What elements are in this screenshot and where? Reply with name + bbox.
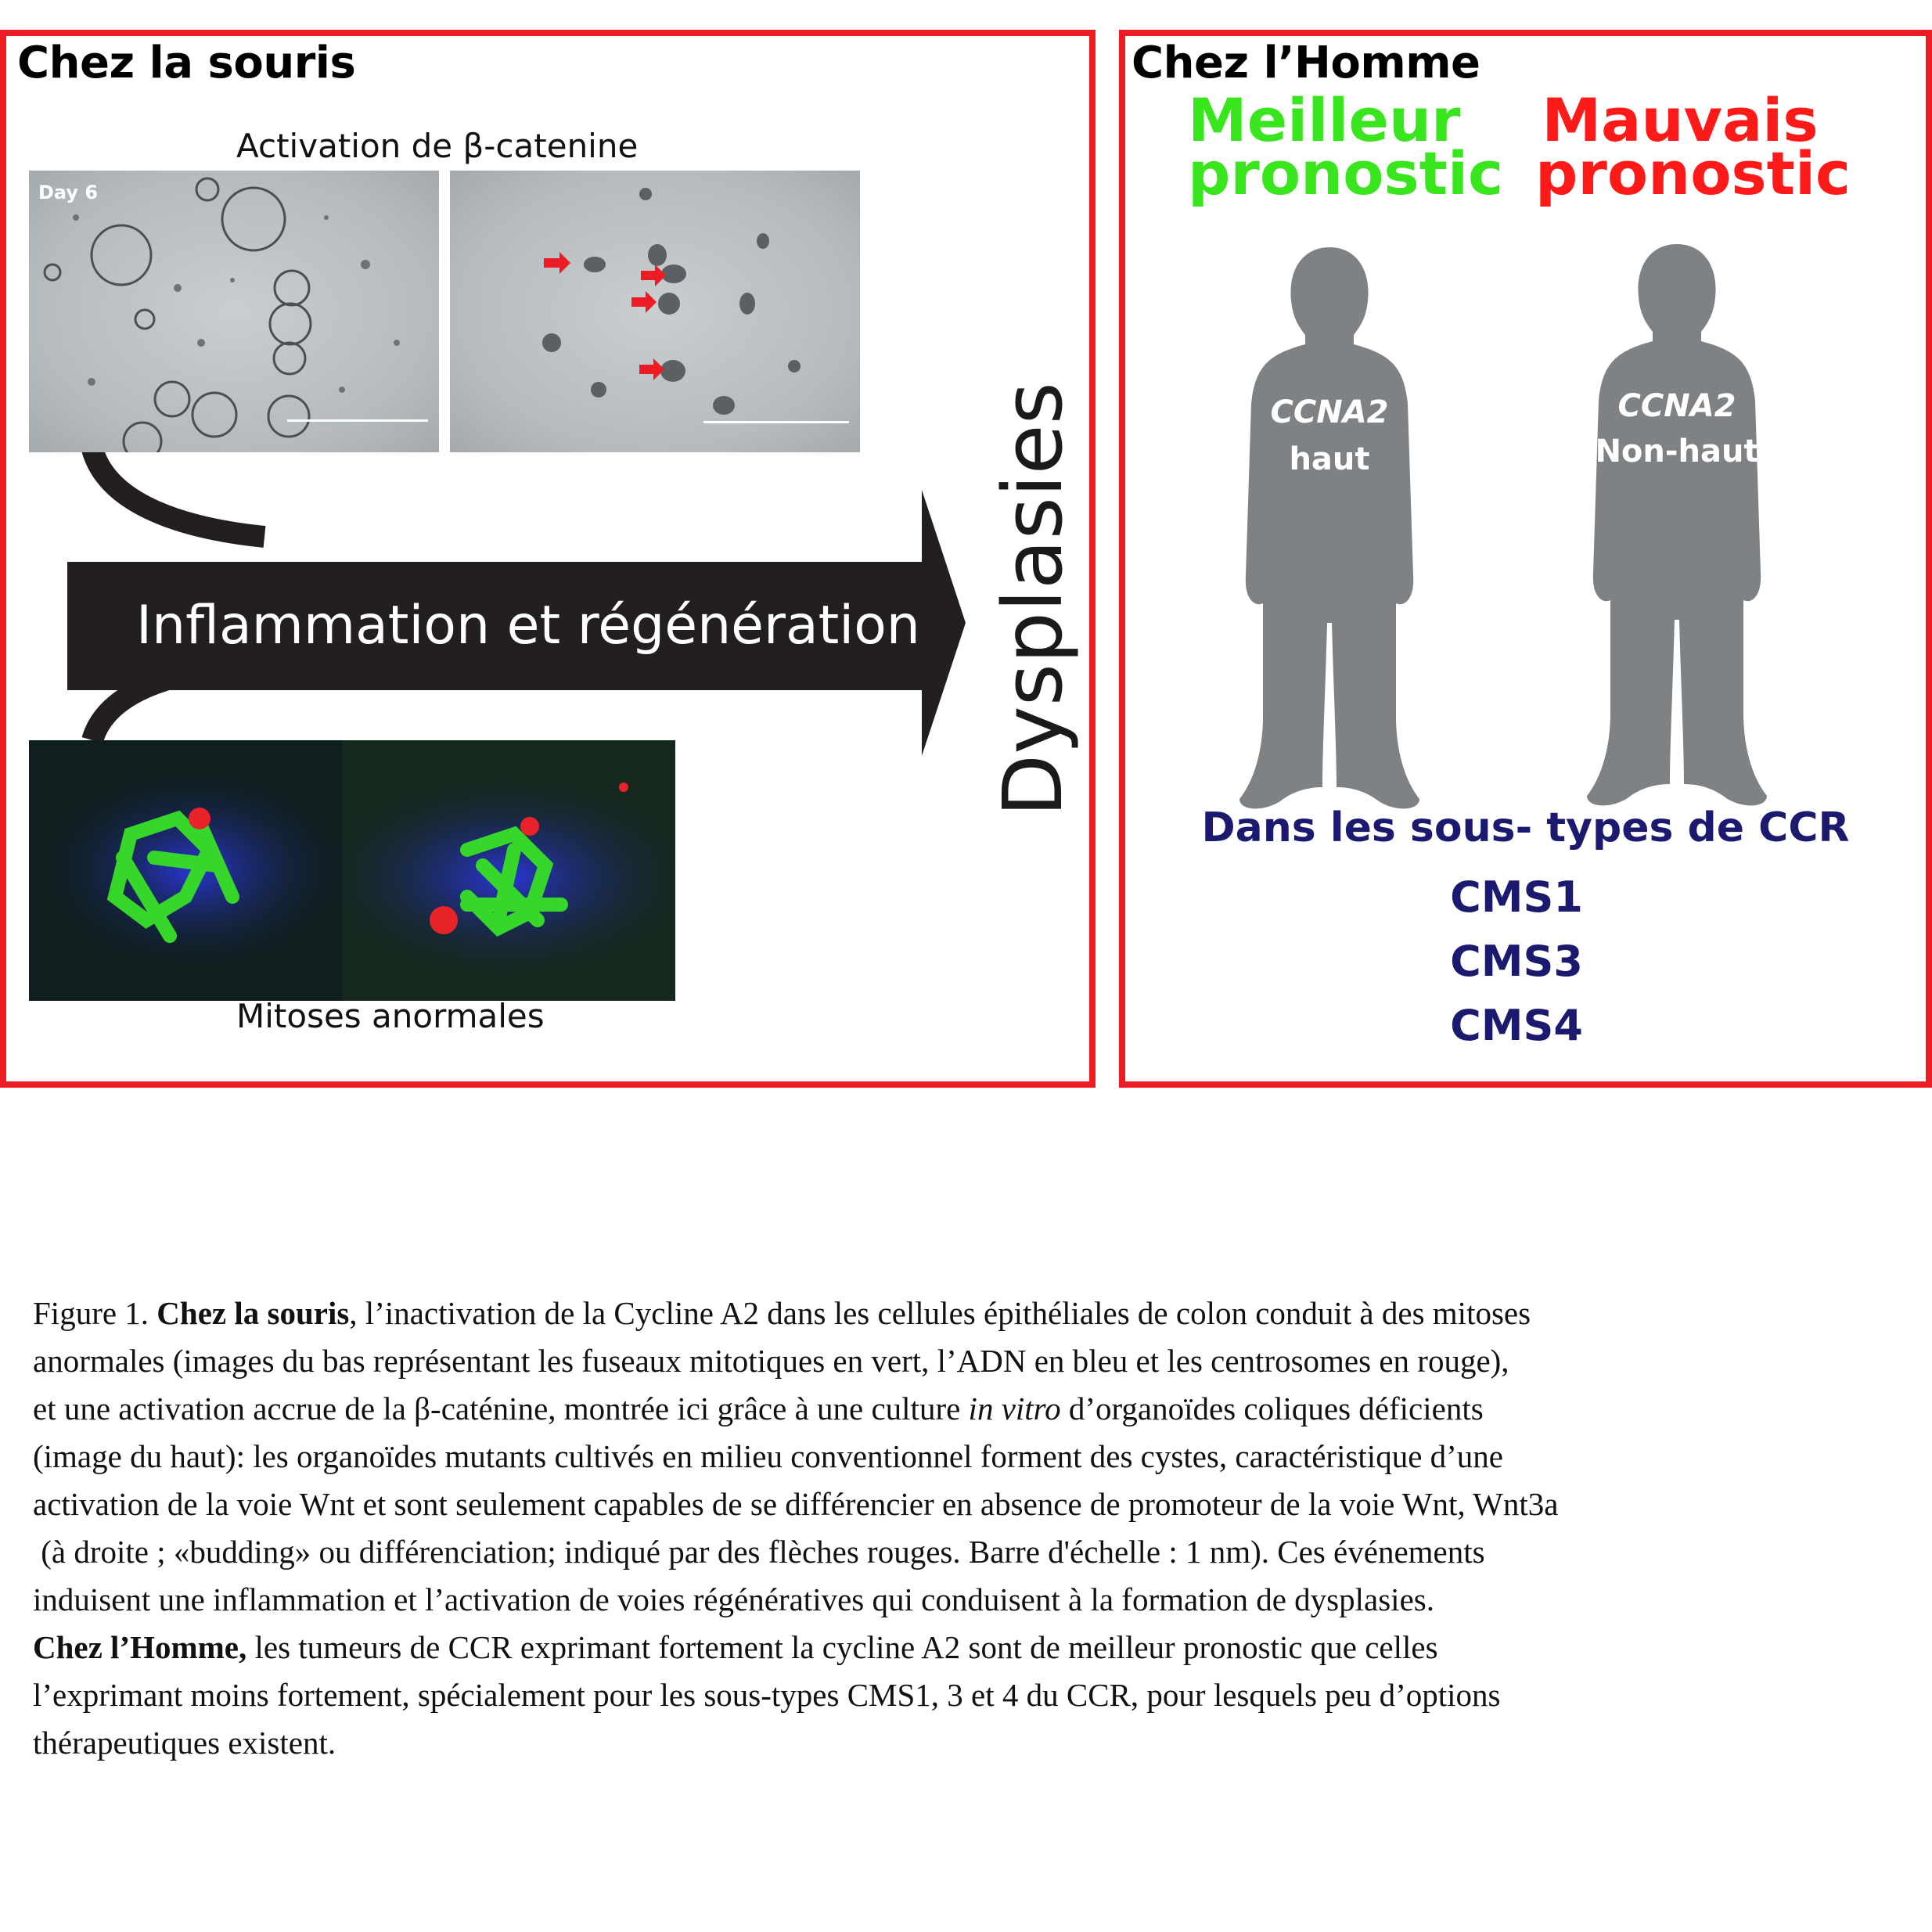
cyst	[90, 224, 153, 286]
figure-caption: Figure 1. Chez la souris, l’inactivation…	[33, 1290, 1911, 1767]
caption-line: et une activation accrue de la β-caténin…	[33, 1385, 1911, 1433]
caption-italic: in vitro	[968, 1391, 1061, 1427]
organoid-micrograph-mutant	[450, 171, 860, 452]
bad-prognosis-line1: Mauvais	[1542, 85, 1819, 155]
caption-text: les tumeurs de CCR exprimant fortement l…	[246, 1629, 1438, 1665]
subtype-item: CMS1	[1450, 872, 1583, 922]
caption-line: (à droite ; «budding» ou différenciation…	[33, 1528, 1911, 1576]
cyst	[273, 269, 311, 307]
scale-bar	[703, 421, 849, 423]
person-silhouette-right	[1587, 244, 1767, 806]
caption-text: , l’inactivation de la Cycline A2 dans l…	[349, 1295, 1531, 1331]
person-silhouette-left	[1239, 247, 1419, 809]
red-arrow-marker	[631, 291, 657, 313]
scale-bar	[287, 419, 428, 422]
cyst	[43, 263, 62, 282]
caption-text: induisent une inflammation et l’activati…	[33, 1581, 1434, 1617]
caption-text: et une activation accrue de la β-caténin…	[33, 1391, 969, 1427]
organoid-buds	[542, 188, 801, 415]
caption-text: (à droite ; «budding» ou différenciation…	[33, 1534, 1485, 1570]
good-prognosis-label: Meilleur pronostic	[1188, 85, 1504, 208]
caption-line: activation de la voie Wnt et sont seulem…	[33, 1480, 1911, 1528]
good-prognosis-line2: pronostic	[1188, 139, 1504, 208]
person-left-label: CCNA2 haut	[1239, 394, 1419, 477]
caption-text: l’exprimant moins fortement, spécialemen…	[33, 1677, 1501, 1713]
caption-line: thérapeutiques existent.	[33, 1719, 1911, 1767]
mitosis-fluorescence-images	[29, 740, 675, 1001]
human-panel-title: Chez l’Homme	[1131, 38, 1480, 88]
arrow-label: Inflammation et régénération	[136, 595, 920, 657]
mouse-panel-title: Chez la souris	[17, 38, 356, 88]
red-arrow-marker	[639, 358, 664, 380]
cyst	[134, 308, 156, 330]
bad-prognosis-line2: pronostic	[1535, 139, 1851, 208]
subtypes-heading: Dans les sous- types de CCR	[1201, 804, 1850, 851]
cyst	[195, 177, 220, 202]
caption-line: Figure 1. Chez la souris, l’inactivation…	[33, 1290, 1911, 1337]
cyst	[272, 341, 307, 376]
cyst	[268, 302, 312, 346]
mitosis-caption: Mitoses anormales	[236, 997, 545, 1035]
caption-text: activation de la voie Wnt et sont seulem…	[33, 1486, 1559, 1522]
organoid-cysts	[43, 177, 400, 452]
red-arrow-marker	[641, 264, 666, 286]
human-panel: Chez l’Homme Meilleur pronostic Mauvais …	[1119, 30, 1932, 1088]
person-right-level: Non-haut	[1595, 434, 1759, 470]
cyst	[221, 186, 286, 252]
upper-connector	[81, 445, 266, 548]
cyst	[267, 394, 311, 438]
cyst	[122, 421, 163, 452]
red-arrow-marker	[544, 252, 570, 274]
mitosis-spindles	[29, 740, 675, 1001]
caption-text: anormales (images du bas représentant le…	[33, 1343, 1509, 1379]
beta-catenin-caption: Activation de β-catenine	[236, 127, 639, 165]
day-label: Day 6	[38, 182, 99, 203]
bad-prognosis-label: Mauvais pronostic	[1535, 85, 1851, 208]
person-left-level: haut	[1289, 441, 1370, 477]
cyst	[191, 391, 238, 438]
arrow-head	[922, 490, 966, 756]
inflammation-arrow-body	[67, 562, 928, 690]
caption-line: anormales (images du bas représentant le…	[33, 1337, 1911, 1385]
caption-text: d’organoïdes coliques déficients	[1060, 1391, 1484, 1427]
subtype-item: CMS4	[1450, 1001, 1583, 1050]
mouse-panel: Chez la souris Activation de β-catenine	[0, 30, 1096, 1088]
cyst	[153, 380, 191, 418]
caption-text: (image du haut): les organoïdes mutants …	[33, 1438, 1503, 1474]
subtype-item: CMS3	[1450, 937, 1583, 986]
caption-text: Figure 1.	[33, 1295, 157, 1331]
caption-line: Chez l’Homme, les tumeurs de CCR exprima…	[33, 1624, 1911, 1671]
caption-line: induisent une inflammation et l’activati…	[33, 1576, 1911, 1624]
caption-bold: Chez l’Homme,	[33, 1629, 247, 1665]
person-right-label: CCNA2 Non-haut	[1587, 388, 1767, 470]
good-prognosis-line1: Meilleur	[1188, 85, 1461, 155]
organoid-micrograph-control: Day 6	[29, 171, 439, 452]
person-right-gene: CCNA2	[1617, 388, 1736, 424]
dysplasia-label: Dysplasies	[985, 382, 1081, 817]
caption-text: thérapeutiques existent.	[33, 1725, 336, 1761]
person-left-gene: CCNA2	[1270, 394, 1389, 430]
subtypes-list: CMS1 CMS3 CMS4	[1360, 865, 1673, 1058]
caption-line: (image du haut): les organoïdes mutants …	[33, 1433, 1911, 1480]
caption-bold: Chez la souris	[157, 1295, 350, 1331]
caption-line: l’exprimant moins fortement, spécialemen…	[33, 1671, 1911, 1719]
